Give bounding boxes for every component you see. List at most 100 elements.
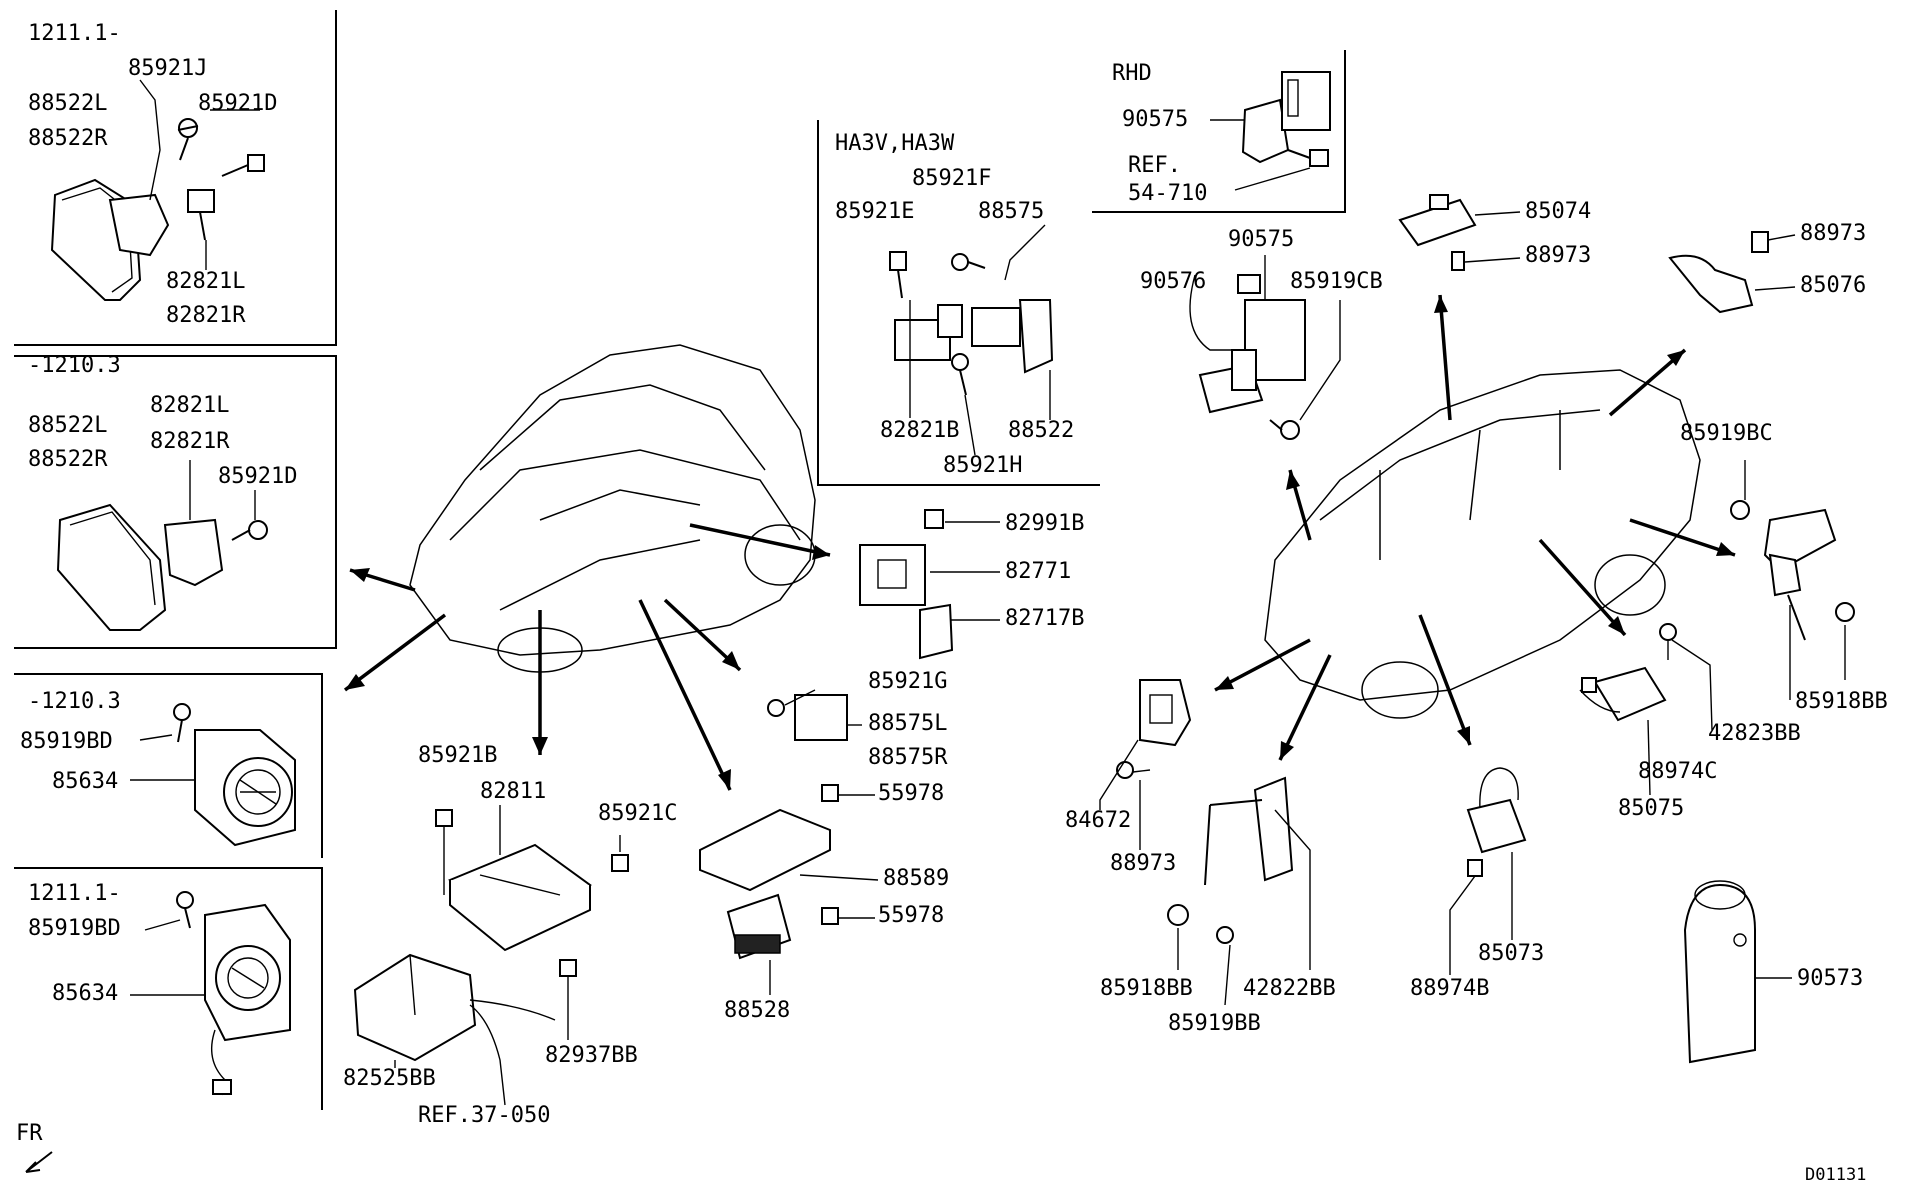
group-88589: 55978 88589 55978 88528 xyxy=(699,781,949,1023)
part-label: 85921G xyxy=(868,669,947,694)
range-label: -1210.3 xyxy=(28,689,121,714)
part-label: 82821B xyxy=(880,418,959,443)
part-label: 82771 xyxy=(1005,559,1071,584)
part-label: 88522L xyxy=(28,413,107,438)
group-85919BC: 85919BC 85918BB 42823BB xyxy=(1680,421,1888,746)
part-label: 85076 xyxy=(1800,273,1866,298)
ref-label: REF.37-050 xyxy=(418,1103,550,1128)
section-side-sensor-new: 1211.1- 85921J 88522L 85921D 88522R 8282… xyxy=(28,21,277,328)
part-label: 55978 xyxy=(878,903,944,928)
part-label: 88522R xyxy=(28,126,108,151)
ref-label: REF. xyxy=(1128,153,1181,178)
part-label: 90575 xyxy=(1228,227,1294,252)
part-label: 85921E xyxy=(835,199,914,224)
bolt-icon xyxy=(221,154,265,177)
part-label: 85919BD xyxy=(28,916,121,941)
part-label: 88974B xyxy=(1410,976,1489,1001)
group-85076: 88973 85076 xyxy=(1668,221,1866,314)
bolt-icon xyxy=(951,353,969,396)
part-label: 88528 xyxy=(724,998,790,1023)
front-indicator: FR xyxy=(16,1121,53,1173)
pointer-arrows xyxy=(343,294,1736,791)
bolt-icon xyxy=(176,891,194,929)
part-label: 55978 xyxy=(878,781,944,806)
part-label: 90575 xyxy=(1122,107,1188,132)
ref-label: 54-710 xyxy=(1128,181,1207,206)
part-label: 85921D xyxy=(198,91,277,116)
bolt-icon xyxy=(1287,149,1329,167)
part-label: 88575L xyxy=(868,711,947,736)
part-label: 42822BB xyxy=(1243,976,1336,1001)
part-label: 82525BB xyxy=(343,1066,436,1091)
buzzer-icon xyxy=(204,903,291,1096)
section-warning-buzzer-new: 1211.1- 85919BD 85634 xyxy=(28,881,291,1096)
bolt-icon xyxy=(951,253,986,271)
part-label: 88973 xyxy=(1800,221,1866,246)
part-label: 85921F xyxy=(912,166,991,191)
group-88575LR: 85921G 88575L 88575R xyxy=(767,669,948,770)
part-label: 88973 xyxy=(1525,243,1591,268)
part-label: 88974C xyxy=(1638,759,1717,784)
part-label: 85921B xyxy=(418,743,497,768)
part-label: 85918BB xyxy=(1100,976,1193,1001)
group-42822BB: 85918BB 42822BB 85919BB xyxy=(1100,776,1336,1036)
part-label: 82937BB xyxy=(545,1043,638,1068)
group-84672: 84672 88973 xyxy=(1065,679,1192,876)
part-label: 88575 xyxy=(978,199,1044,224)
group-85073: 88974B 85073 xyxy=(1410,767,1544,1001)
part-label: 88575R xyxy=(868,745,948,770)
part-label: 84672 xyxy=(1065,808,1131,833)
bolt-icon xyxy=(173,703,191,743)
part-label: 85921D xyxy=(218,464,297,489)
buzzer-icon xyxy=(194,729,296,847)
part-label: 88589 xyxy=(883,866,949,891)
part-label: 85919CB xyxy=(1290,269,1383,294)
part-label: 90576 xyxy=(1140,269,1206,294)
bolt-icon xyxy=(177,118,199,161)
part-label: 88522R xyxy=(28,447,108,472)
front-arrow-icon xyxy=(25,1151,53,1173)
part-label: 82821R xyxy=(150,429,230,454)
part-label: 85073 xyxy=(1478,941,1544,966)
part-label: 82821R xyxy=(166,303,246,328)
range-label: 1211.1- xyxy=(28,881,121,906)
section-warning-buzzer-old: -1210.3 85919BD 85634 xyxy=(20,689,296,847)
bracket-shape xyxy=(50,178,170,301)
group-82811: 85921B 82811 85921C xyxy=(418,743,677,952)
part-label: 88522L xyxy=(28,91,107,116)
part-label: 85921C xyxy=(598,801,677,826)
module-group-90575: 90575 90576 85919CB xyxy=(1140,227,1383,440)
group-90573: 90573 xyxy=(1683,880,1863,1064)
section-frames xyxy=(14,10,1346,1110)
sensor-icon xyxy=(187,189,215,241)
front-label: FR xyxy=(16,1121,43,1146)
part-label: 85634 xyxy=(52,769,118,794)
bolt-icon xyxy=(1269,419,1300,440)
bracket-shape xyxy=(56,503,224,631)
part-label: 42823BB xyxy=(1708,721,1801,746)
part-label: 85919BB xyxy=(1168,1011,1261,1036)
module-icon xyxy=(1241,71,1331,164)
section-ha3v-ha3w: HA3V,HA3W 85921F 85921E 88575 82821B 885… xyxy=(835,131,1074,478)
variant-label: RHD xyxy=(1112,61,1152,86)
section-rhd: RHD 90575 REF. 54-710 xyxy=(1112,61,1331,206)
part-label: 85634 xyxy=(52,981,118,1006)
section-side-sensor-old: -1210.3 82821L 88522L 82821R 85921D 8852… xyxy=(28,353,297,631)
bolt-icon xyxy=(231,520,268,541)
part-label: 85074 xyxy=(1525,199,1591,224)
part-label: 85921J xyxy=(128,56,207,81)
part-label: 82991B xyxy=(1005,511,1084,536)
variant-label: HA3V,HA3W xyxy=(835,131,955,156)
group-82525BB: 82525BB 82937BB REF.37-050 xyxy=(343,953,638,1128)
group-85075: 88974C 85075 xyxy=(1579,623,1717,821)
part-label: 90573 xyxy=(1797,966,1863,991)
part-label: 85075 xyxy=(1618,796,1684,821)
part-label: 82821L xyxy=(166,269,245,294)
part-label: 88973 xyxy=(1110,851,1176,876)
part-label: 88522 xyxy=(1008,418,1074,443)
group-82771: 82991B 82771 82717B xyxy=(859,509,1084,660)
part-label: 82821L xyxy=(150,393,229,418)
car-outline-right xyxy=(1264,369,1701,719)
bolt-icon xyxy=(889,251,907,299)
